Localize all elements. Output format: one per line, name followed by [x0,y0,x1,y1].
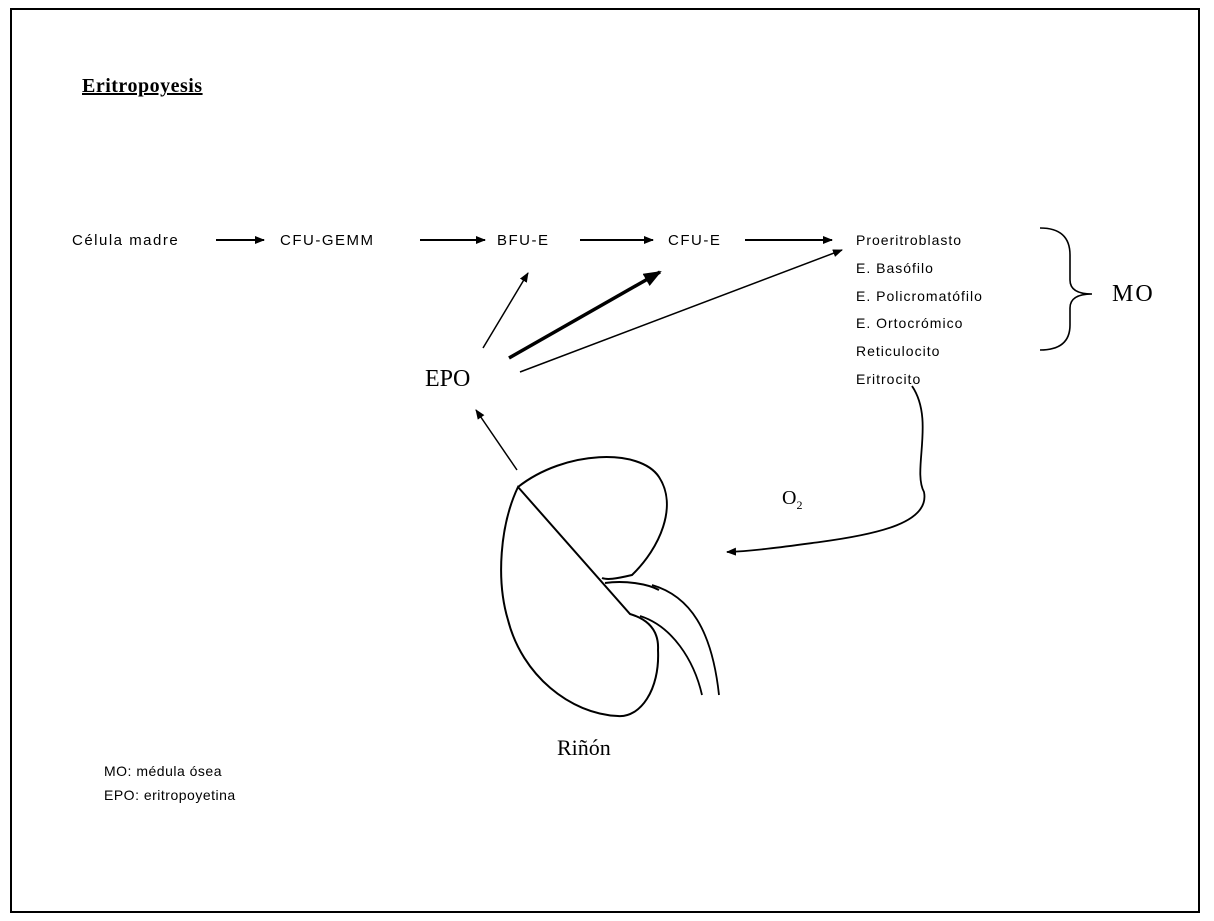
brace-mo [1040,228,1092,350]
arrow-kidney-to-epo [476,410,517,470]
arrow-epo-to-cfue [509,272,660,358]
ureter-inner-line [640,616,702,695]
arrow-epo-to-proerythroblast [520,250,842,372]
ureter-outer-line [652,585,719,695]
kidney-icon [501,457,667,716]
arrow-oxygen-to-kidney [727,386,924,552]
arrow-epo-to-bfue [483,273,528,348]
